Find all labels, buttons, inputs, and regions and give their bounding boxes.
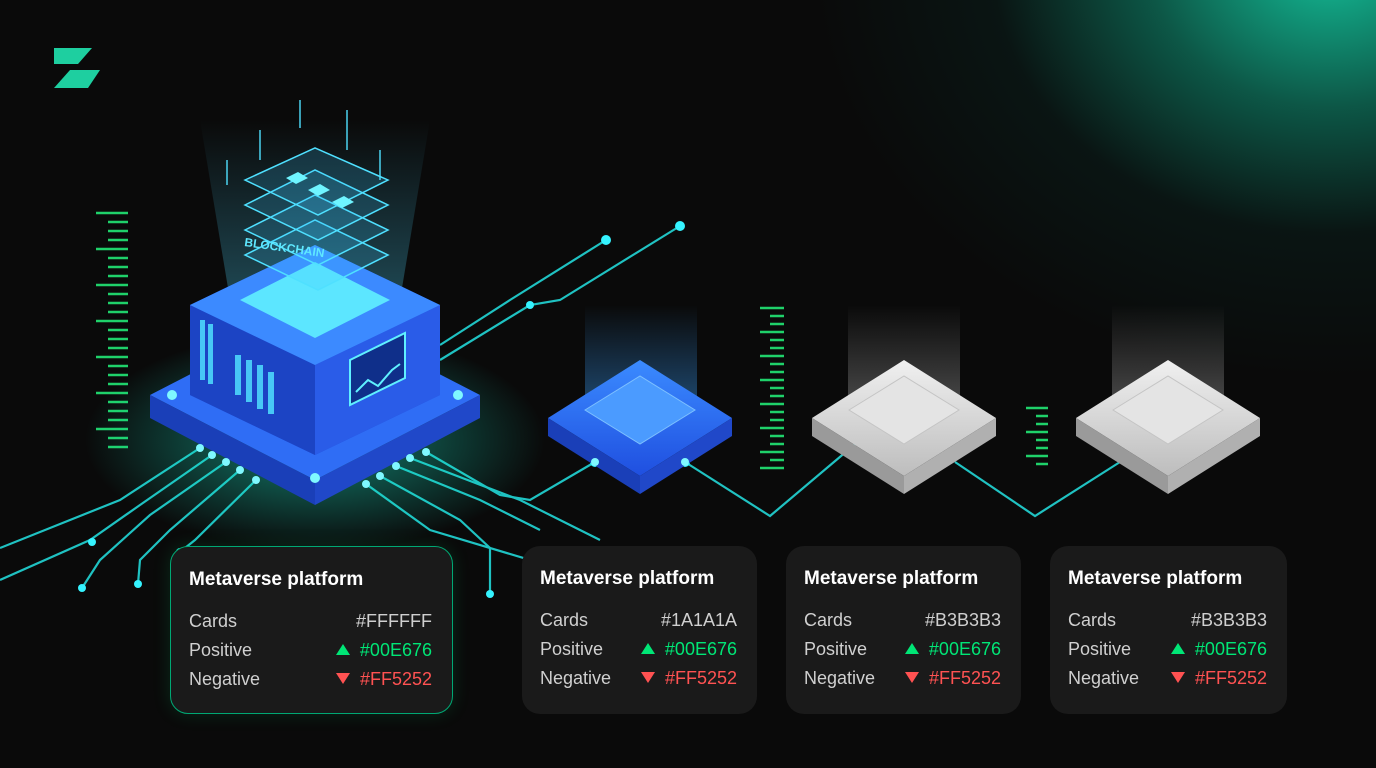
row-positive: Positive #00E676 <box>189 636 432 665</box>
row-cards: Cards #FFFFFF <box>189 607 432 636</box>
triangle-down-icon <box>335 672 350 684</box>
row-label: Positive <box>1068 639 1132 659</box>
card-grey[interactable]: Metaverse platform Cards #B3B3B3 Positiv… <box>786 546 1021 714</box>
platform-tile-blue <box>548 305 732 494</box>
row-positive: Positive #00E676 <box>540 635 737 664</box>
triangle-down-icon <box>1170 671 1185 683</box>
platform-tile-grey-1 <box>812 305 996 494</box>
row-negative: Negative #FF5252 <box>1068 664 1267 693</box>
row-value: #00E676 <box>928 639 1001 659</box>
row-label: Cards <box>1068 610 1117 630</box>
row-label: Cards <box>540 610 589 630</box>
row-value: #FF5252 <box>359 669 432 689</box>
row-negative: Negative #FF5252 <box>804 664 1001 693</box>
row-negative: Negative #FF5252 <box>189 665 432 694</box>
brand-logo-icon <box>54 48 100 88</box>
row-value: #FFFFFF <box>356 611 432 631</box>
row-value: #00E676 <box>664 639 737 659</box>
row-value: #B3B3B3 <box>924 610 1001 630</box>
row-label: Positive <box>804 639 868 659</box>
card-title: Metaverse platform <box>189 569 364 590</box>
triangle-down-icon <box>904 671 919 683</box>
row-cards: Cards #1A1A1A <box>540 606 737 635</box>
blockchain-tower: BLOCKCHAIN <box>150 100 480 505</box>
row-value: #00E676 <box>359 640 432 660</box>
card-title: Metaverse platform <box>540 568 715 589</box>
row-value: #FF5252 <box>928 668 1001 688</box>
row-value: #1A1A1A <box>660 610 737 630</box>
row-cards: Cards #B3B3B3 <box>804 606 1001 635</box>
card-title: Metaverse platform <box>804 568 979 589</box>
row-cards: Cards #B3B3B3 <box>1068 606 1267 635</box>
row-value: #FF5252 <box>1194 668 1267 688</box>
row-label: Positive <box>540 639 604 659</box>
card-dark[interactable]: Metaverse platform Cards #1A1A1A Positiv… <box>522 546 757 714</box>
row-label: Negative <box>804 668 876 688</box>
card-title: Metaverse platform <box>1068 568 1243 589</box>
row-label: Negative <box>540 668 612 688</box>
tick-ruler-middle <box>760 306 784 470</box>
triangle-up-icon <box>904 642 919 654</box>
triangle-up-icon <box>1170 642 1185 654</box>
row-label: Negative <box>189 669 261 689</box>
row-value: #B3B3B3 <box>1190 610 1267 630</box>
row-value: #FF5252 <box>664 668 737 688</box>
row-negative: Negative #FF5252 <box>540 664 737 693</box>
triangle-up-icon <box>335 643 350 655</box>
row-label: Positive <box>189 640 253 660</box>
row-positive: Positive #00E676 <box>1068 635 1267 664</box>
triangle-up-icon <box>640 642 655 654</box>
tick-ruler-right <box>1026 406 1048 466</box>
triangle-down-icon <box>640 671 655 683</box>
row-value: #00E676 <box>1194 639 1267 659</box>
row-label: Cards <box>804 610 853 630</box>
row-label: Cards <box>189 611 238 631</box>
card-grey-2[interactable]: Metaverse platform Cards #B3B3B3 Positiv… <box>1050 546 1287 714</box>
card-white[interactable]: Metaverse platform Cards #FFFFFF Positiv… <box>170 546 453 714</box>
platform-tile-grey-2 <box>1076 305 1260 494</box>
row-positive: Positive #00E676 <box>804 635 1001 664</box>
row-label: Negative <box>1068 668 1140 688</box>
